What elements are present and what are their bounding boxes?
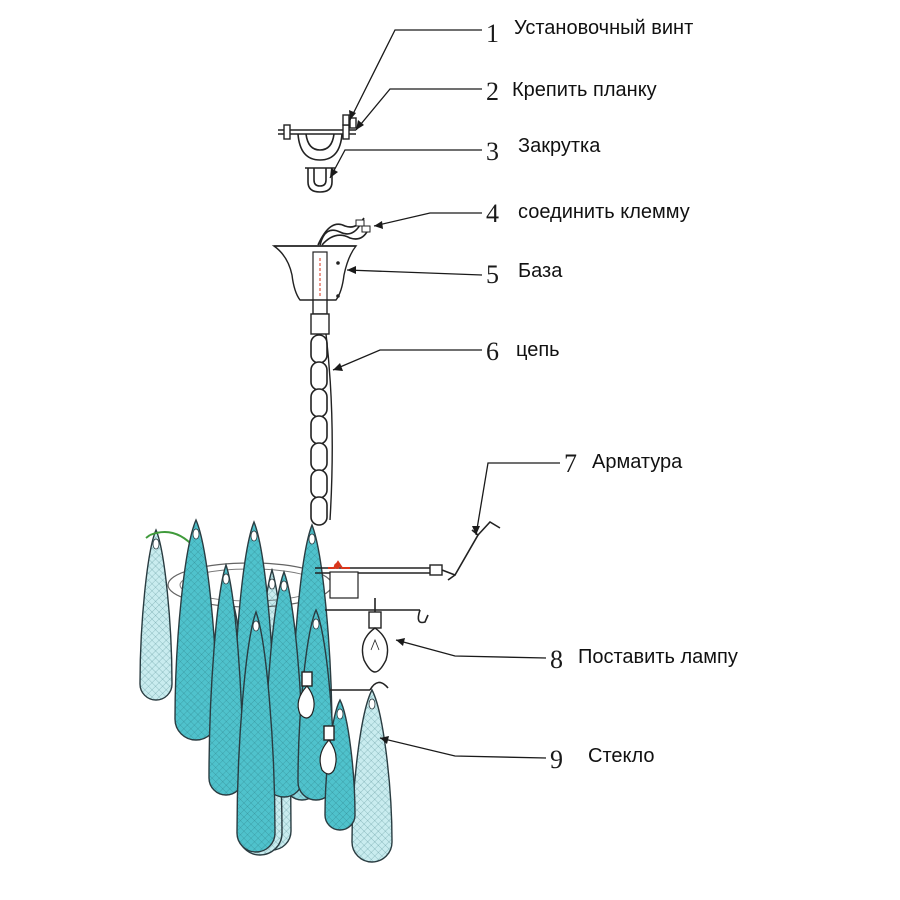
lamp-inner-2 <box>319 725 337 775</box>
callout-3: 3 Закрутка <box>329 135 601 179</box>
chain-link <box>310 442 328 472</box>
callout-number-9: 9 <box>550 745 563 774</box>
glass-drop <box>174 518 218 741</box>
twist-hook <box>305 167 335 193</box>
glass-front-row <box>174 518 356 853</box>
lamp-inner-1 <box>297 671 315 719</box>
chain-link <box>310 361 328 391</box>
callout-number-8: 8 <box>550 645 563 674</box>
callout-7: 7 Арматура <box>472 449 683 536</box>
chain-link <box>310 388 328 418</box>
mounting-bracket <box>278 124 356 161</box>
chain-link <box>310 415 328 445</box>
mounting-screw <box>342 114 357 129</box>
callout-label-4: соединить клемму <box>518 201 690 223</box>
callout-label-3: Закрутка <box>518 135 601 157</box>
chain-link <box>310 469 328 499</box>
callout-label-8: Поставить лампу <box>578 646 738 668</box>
glass-drop <box>351 688 393 863</box>
callout-number-4: 4 <box>486 199 499 228</box>
stem-connector <box>310 299 330 335</box>
callout-5: 5 База <box>346 260 563 289</box>
callout-label-7: Арматура <box>592 451 683 473</box>
callout-6: 6 цепь <box>332 337 560 371</box>
frame-arms <box>315 520 501 691</box>
callout-9: 9 Стекло <box>379 736 655 774</box>
callout-label-1: Установочный винт <box>514 17 693 39</box>
callout-4: 4 соединить клемму <box>373 199 690 229</box>
glass-drop <box>236 609 276 853</box>
callout-number-6: 6 <box>486 337 499 366</box>
callout-number-5: 5 <box>486 260 499 289</box>
glass-drop <box>139 528 173 701</box>
glass-drop <box>264 570 304 798</box>
callout-label-6: цепь <box>516 339 560 361</box>
chain-link <box>310 496 328 526</box>
callout-number-2: 2 <box>486 77 499 106</box>
callout-number-3: 3 <box>486 137 499 166</box>
power-cord <box>325 333 333 521</box>
callout-1: 1 Установочный винт <box>349 17 693 121</box>
callout-2: 2 Крепить планку <box>355 77 657 131</box>
callout-label-5: База <box>518 260 563 282</box>
terminal-wires <box>317 217 371 246</box>
canopy-base <box>271 245 358 301</box>
chain-link <box>310 334 328 364</box>
lamp-main <box>361 598 389 673</box>
callout-number-1: 1 <box>486 19 499 48</box>
glass-drop <box>208 562 244 796</box>
callout-number-7: 7 <box>564 449 577 478</box>
callout-label-2: Крепить планку <box>512 79 657 101</box>
callout-label-9: Стекло <box>588 745 655 767</box>
callout-8: 8 Поставить лампу <box>395 638 738 674</box>
chain <box>310 334 328 526</box>
